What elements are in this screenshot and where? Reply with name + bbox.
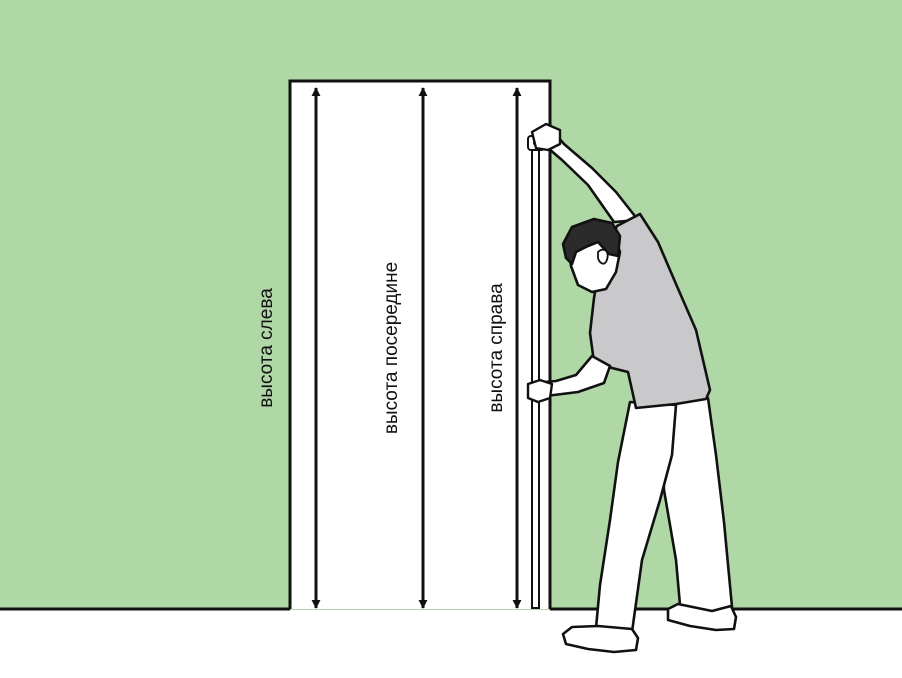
label-height-right: высота справа [486, 283, 507, 413]
person-shirt [588, 212, 712, 410]
person-upper-hand [530, 122, 562, 152]
label-height-left: высота слева [256, 288, 277, 408]
person-back-shoe [666, 602, 738, 632]
person-front-shoe [561, 624, 640, 654]
label-height-middle: высота посередине [381, 262, 402, 434]
doorway-opening [290, 81, 550, 609]
person-hair [561, 217, 622, 266]
person-lower-hand [526, 378, 554, 404]
person-ear [597, 248, 609, 265]
floor [0, 610, 902, 678]
doorway-frame [288, 79, 552, 609]
